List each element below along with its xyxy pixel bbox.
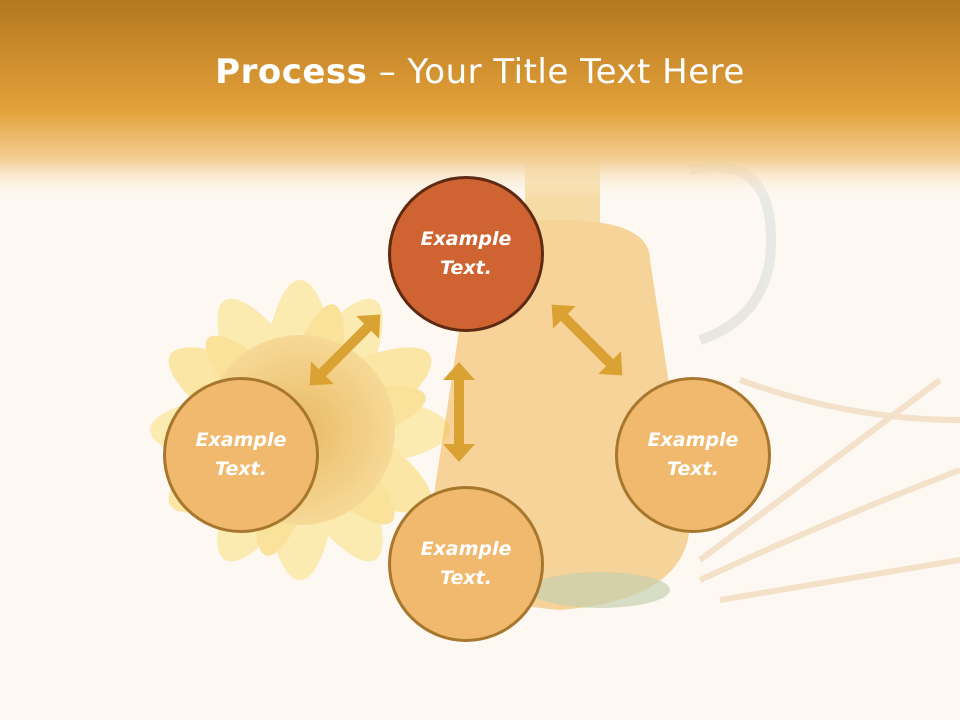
header-band [0,0,960,200]
node-right-line1: Example [647,429,739,451]
node-left-line2: Text. [215,458,267,480]
double-arrow-right [551,304,623,376]
title-rest: Your Title Text Here [407,52,745,92]
double-arrow-vertical [443,362,475,462]
node-left-line1: Example [195,429,287,451]
title-bold: Process [215,52,368,92]
node-top-line2: Text. [440,257,492,279]
title-dash: – [367,52,408,92]
process-node-bottom[interactable]: Example Text. [388,486,544,642]
process-node-right[interactable]: Example Text. [615,377,771,533]
process-node-left[interactable]: Example Text. [163,377,319,533]
node-bottom-line2: Text. [440,567,492,589]
wheat-image [698,377,960,603]
slide-title: Process – Your Title Text Here [0,52,960,92]
node-top-line1: Example [420,228,512,250]
double-arrow-left [309,314,381,386]
node-bottom-line1: Example [420,538,512,560]
node-right-line2: Text. [667,458,719,480]
process-node-top[interactable]: Example Text. [388,176,544,332]
